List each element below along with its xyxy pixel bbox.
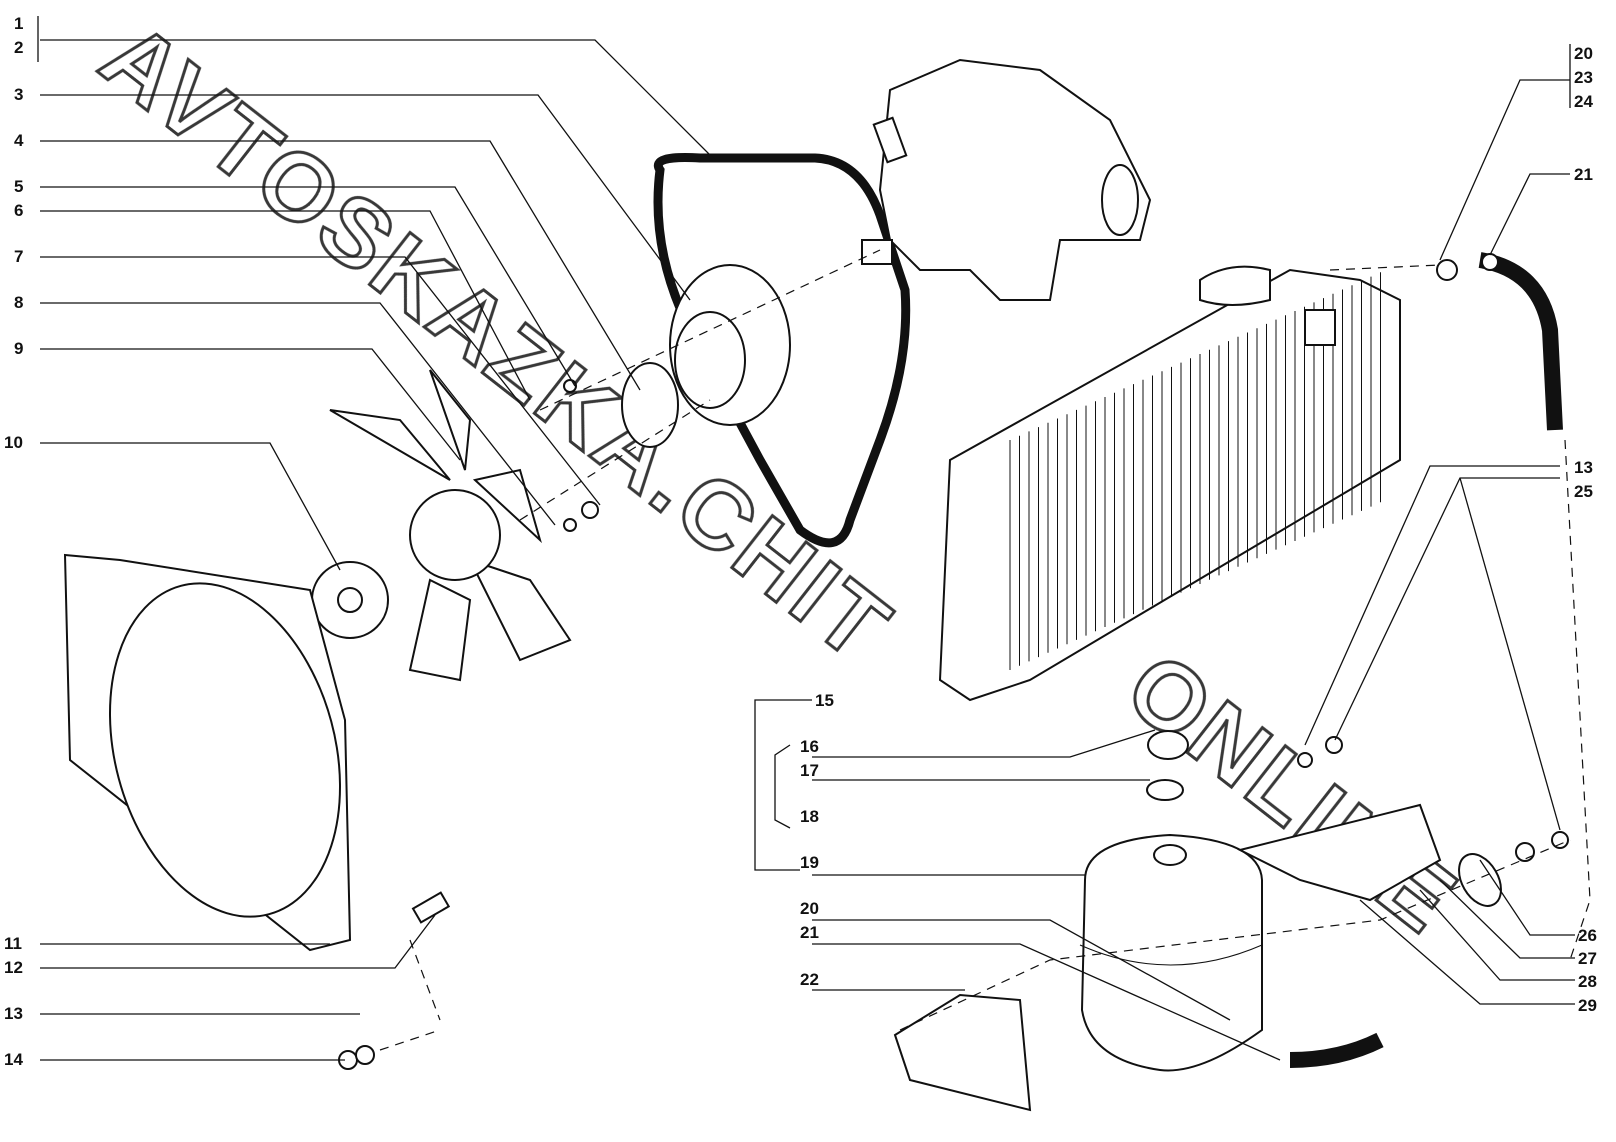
part-label: 17 xyxy=(800,761,819,780)
part-label: 28 xyxy=(1578,972,1597,991)
part-label: 13 xyxy=(1574,458,1593,477)
part-label: 12 xyxy=(4,958,23,977)
fan xyxy=(311,369,572,682)
part-labels-right-top: 20 23 24 21 13 25 xyxy=(1574,44,1593,501)
leader-lines xyxy=(37,16,1575,1061)
assembly-axis-lines xyxy=(379,249,1591,1051)
expansion-tank xyxy=(893,730,1502,1112)
part-label: 20 xyxy=(1574,44,1593,63)
part-label: 25 xyxy=(1574,482,1593,501)
part-labels-middle: 15 16 17 18 19 20 21 22 xyxy=(800,691,834,989)
part-label: 19 xyxy=(800,853,819,872)
part-label: 18 xyxy=(800,807,819,826)
part-label: 9 xyxy=(14,339,23,358)
fan-shroud xyxy=(63,553,352,952)
part-label: 7 xyxy=(14,247,23,266)
part-label: 6 xyxy=(14,201,23,220)
part-label: 15 xyxy=(815,691,834,710)
part-label: 26 xyxy=(1578,926,1597,945)
part-label: 21 xyxy=(800,923,819,942)
part-label: 3 xyxy=(14,85,23,104)
part-label: 29 xyxy=(1578,996,1597,1015)
part-label: 1 xyxy=(14,14,23,33)
part-label: 21 xyxy=(1574,165,1593,184)
drive-belt xyxy=(653,153,911,548)
part-label: 4 xyxy=(14,131,24,150)
part-label: 24 xyxy=(1574,92,1593,111)
part-labels-left: 1 2 3 4 5 6 7 8 9 10 11 12 13 14 xyxy=(4,14,24,1069)
part-label: 10 xyxy=(4,433,23,452)
part-label: 16 xyxy=(800,737,819,756)
part-label: 27 xyxy=(1578,949,1597,968)
part-label: 13 xyxy=(4,1004,23,1023)
fasteners xyxy=(338,253,1569,1070)
part-label: 23 xyxy=(1574,68,1593,87)
radiator xyxy=(938,265,1401,702)
part-label: 8 xyxy=(14,293,23,312)
part-labels-right-bottom: 26 27 28 29 xyxy=(1578,926,1597,1015)
part-label: 14 xyxy=(4,1050,23,1069)
part-label: 5 xyxy=(14,177,23,196)
part-label: 2 xyxy=(14,38,23,57)
part-label: 20 xyxy=(800,899,819,918)
part-label: 11 xyxy=(4,934,22,953)
part-label: 22 xyxy=(800,970,819,989)
pulley xyxy=(621,264,791,448)
water-pump xyxy=(861,58,1152,301)
